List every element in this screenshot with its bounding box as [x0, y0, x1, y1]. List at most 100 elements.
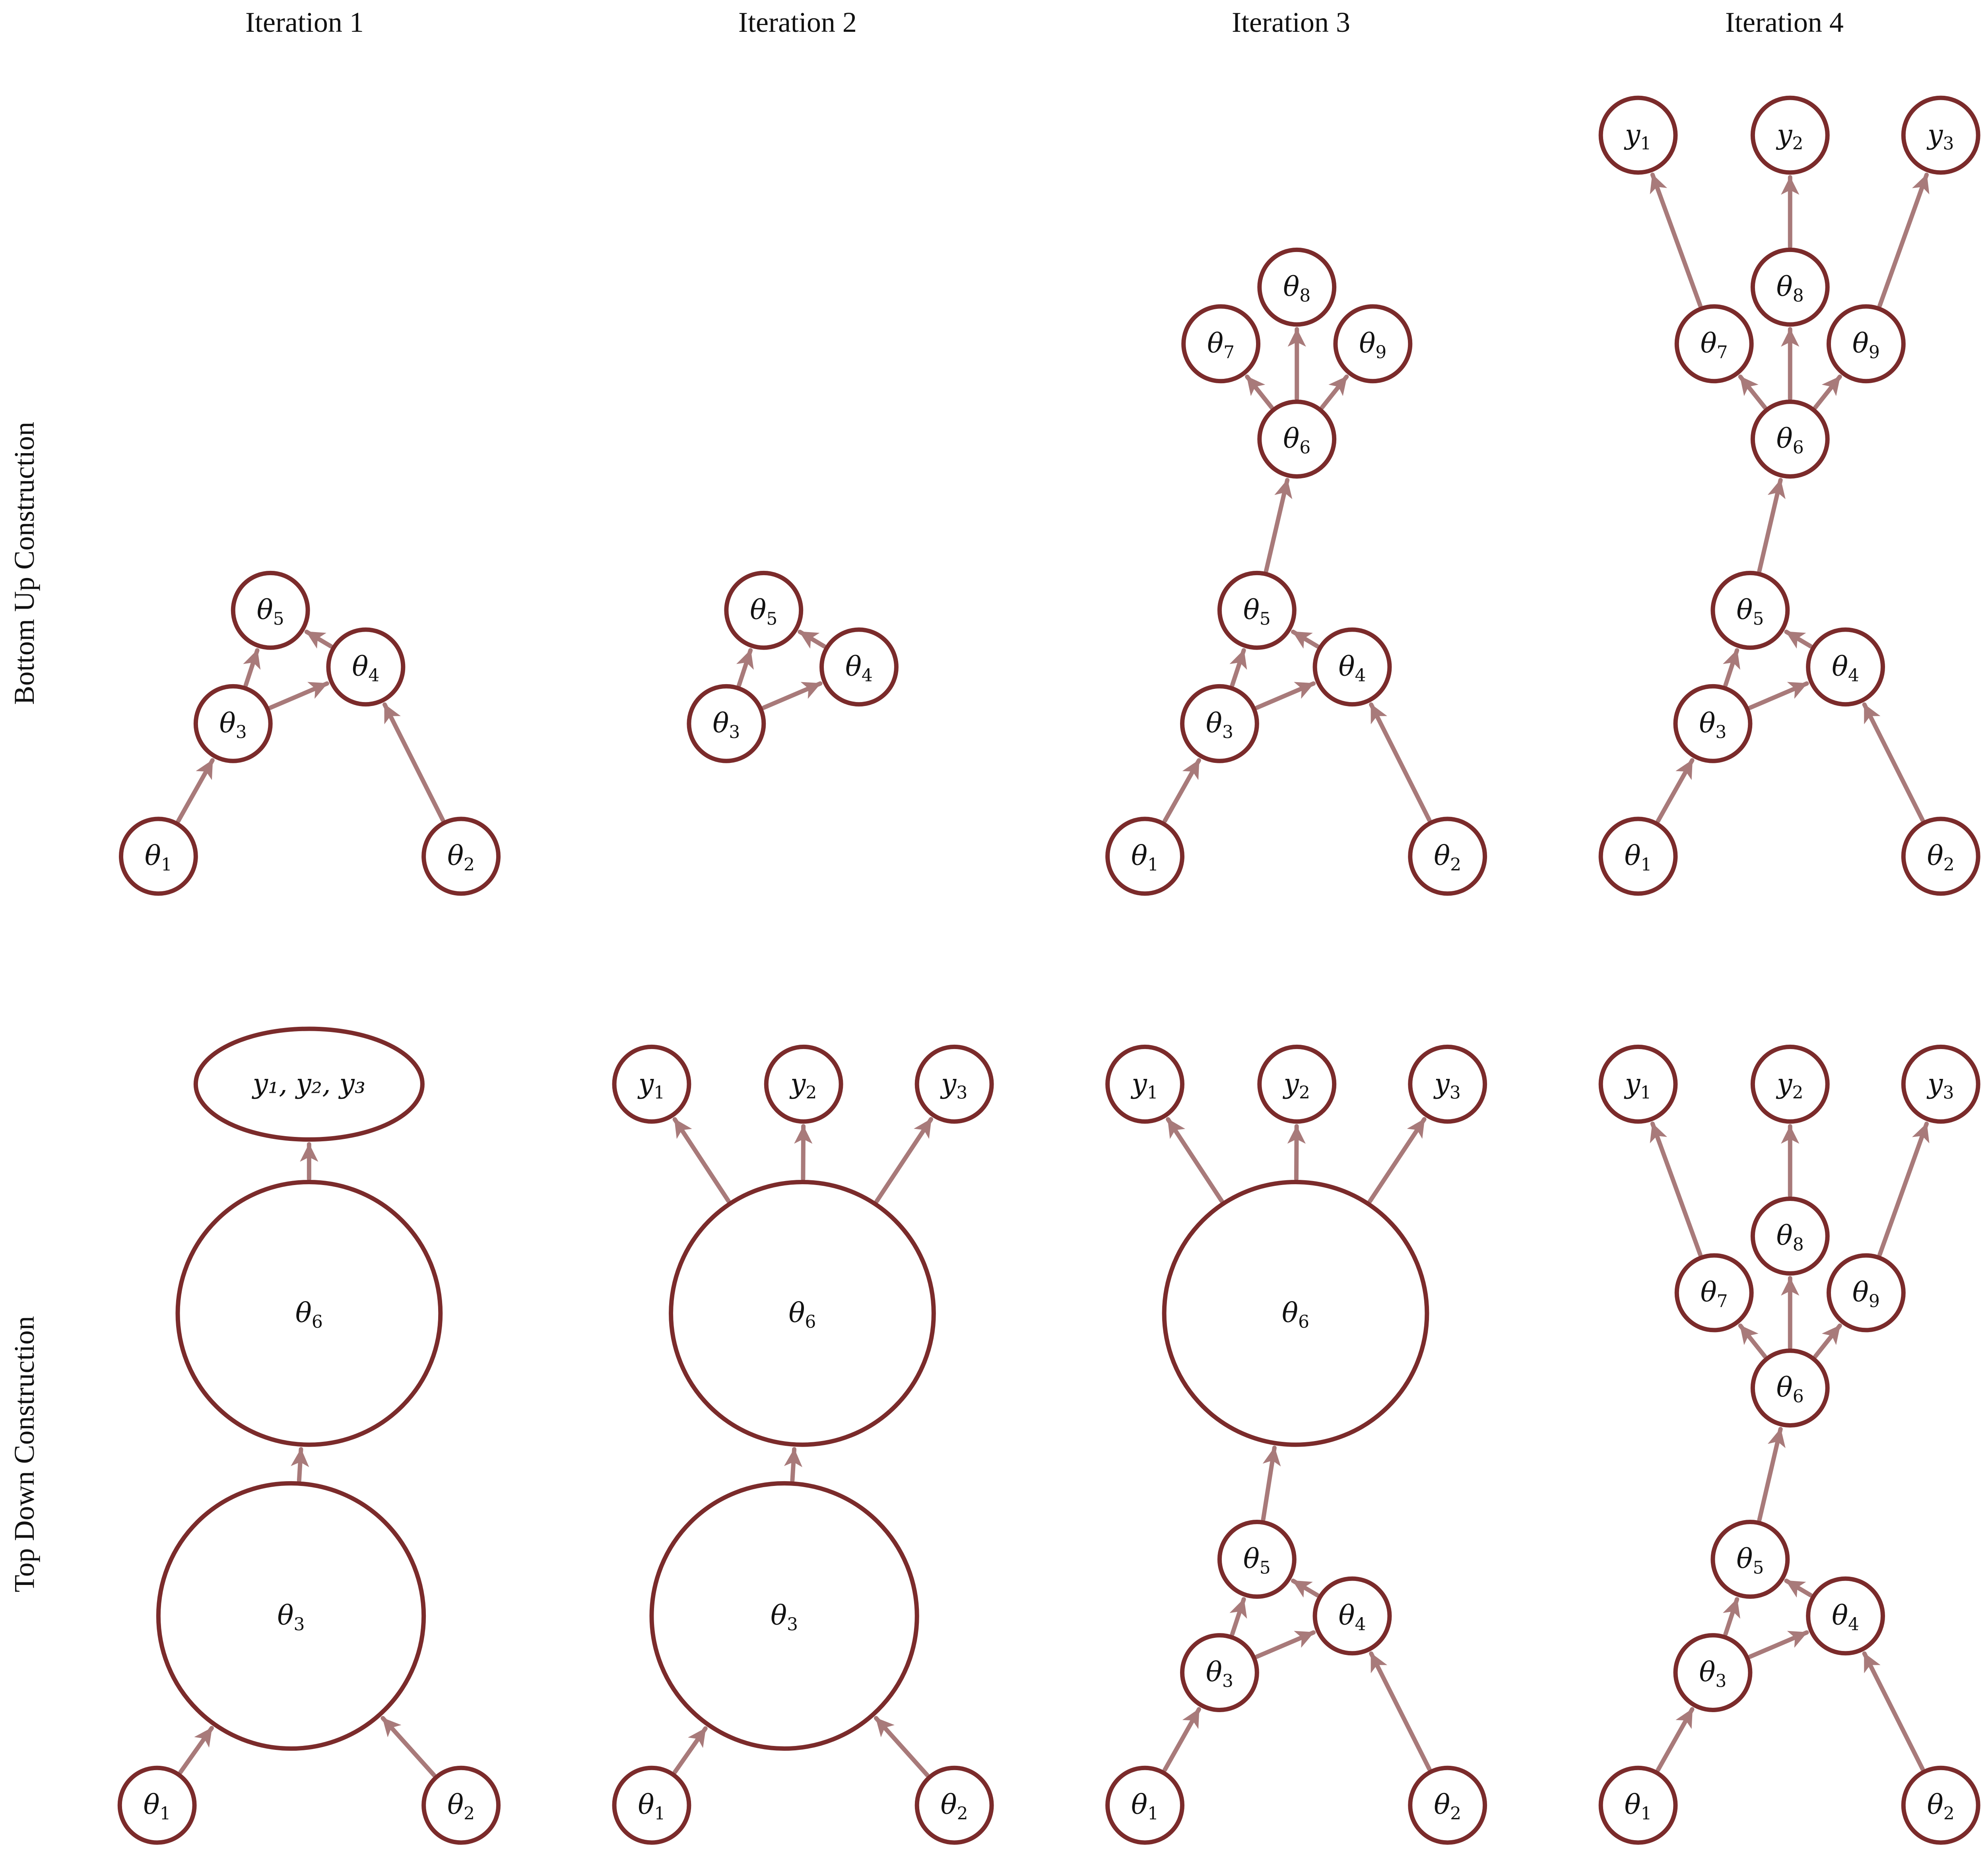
node-subscript-t8: 8: [1793, 1234, 1804, 1255]
edge-t6-to-t7: [1245, 374, 1274, 410]
node-subscript-t6: 6: [1793, 1387, 1804, 1407]
edge-t1-to-t3: [1163, 758, 1201, 823]
node-t8: [1750, 247, 1830, 327]
node-subscript-t3: 3: [787, 1614, 798, 1635]
node-subscript-t1: 1: [1641, 855, 1652, 875]
edge-t1-to-t3: [672, 1726, 708, 1775]
node-label-y3: y3: [1926, 119, 1954, 154]
node-t5: [231, 570, 310, 650]
node-subscript-t4: 4: [1848, 665, 1859, 686]
node-subscript-y1: 1: [1640, 134, 1651, 154]
edge-t3-to-t5: [1229, 648, 1247, 688]
node-subscript-t9: 9: [1869, 342, 1880, 363]
edge-t6-to-y2: [1287, 1124, 1306, 1181]
node-subscript-t4: 4: [862, 665, 873, 686]
edge-t5-to-t6: [1757, 1427, 1786, 1522]
node-t1: [1105, 1765, 1184, 1845]
edge-t6-to-t9: [1813, 374, 1842, 410]
node-subscript-y3: 3: [956, 1082, 967, 1103]
node-t5: [1710, 570, 1790, 650]
edge-t3-to-t4: [1254, 1630, 1316, 1659]
node-t6: [175, 1179, 443, 1447]
node-subscript-y3: 3: [1450, 1082, 1461, 1103]
node-t6: [1750, 400, 1830, 479]
node-subscript-y3: 3: [1943, 1082, 1954, 1103]
node-subscript-y2: 2: [1792, 1082, 1803, 1103]
node-subscript-t3: 3: [1715, 722, 1726, 742]
edge-t1-to-t3: [1656, 1707, 1695, 1772]
node-t3: [1673, 1633, 1753, 1712]
edge-t3-to-t4: [761, 681, 823, 710]
node-subscript-y1: 1: [654, 1082, 665, 1103]
node-subscript-t7: 7: [1223, 342, 1235, 363]
node-subscript-t2: 2: [1943, 855, 1955, 875]
edge-t3-to-t5: [1723, 648, 1740, 688]
node-t3: [156, 1481, 426, 1751]
node-subscript-t2: 2: [1450, 1804, 1461, 1824]
edge-t3-to-t6: [784, 1447, 803, 1483]
node-t2: [1901, 1765, 1980, 1845]
node-subscript-t6: 6: [1299, 438, 1310, 458]
node-label-t6: θ6: [1283, 423, 1310, 458]
node-t2: [1408, 1765, 1487, 1845]
node-subscript-t1: 1: [654, 1804, 665, 1824]
edge-t4-to-t5: [1291, 1579, 1320, 1598]
node-subscript-t2: 2: [464, 855, 475, 875]
node-t5: [1217, 1520, 1297, 1599]
edge-t6-to-t9: [1813, 1323, 1842, 1359]
node-t1: [1598, 1765, 1678, 1845]
edge-t6-to-y3: [874, 1117, 934, 1204]
node-t2: [421, 817, 501, 896]
node-subscript-y3: 3: [1943, 134, 1954, 154]
edge-t2-to-t4: [1369, 1651, 1432, 1771]
edge-t3-to-t4: [1748, 681, 1809, 710]
column-header-iteration-3: Iteration 3: [1232, 6, 1350, 38]
node-t7: [1674, 1253, 1754, 1333]
edge-t3-to-t5: [736, 648, 754, 688]
node-label-t5: θ5: [1243, 594, 1271, 629]
node-subscript-t1: 1: [1147, 855, 1159, 875]
edge-t3-to-t4: [1748, 1630, 1809, 1659]
node-subscript-y2: 2: [1299, 1082, 1310, 1103]
node-y2: [1750, 95, 1830, 175]
node-subscript-t6: 6: [1298, 1312, 1309, 1332]
edge-t3-to-t4: [268, 681, 329, 710]
node-subscript-t6: 6: [312, 1312, 323, 1332]
edge-t7-to-y1: [1650, 1121, 1703, 1257]
node-subscript-t7: 7: [1717, 342, 1728, 363]
node-t4: [1806, 1576, 1885, 1656]
node-t5: [724, 570, 804, 650]
node-t4: [1312, 1576, 1392, 1656]
edge-t1-to-t3: [1656, 758, 1695, 823]
edge-t5-to-t6: [1261, 1445, 1281, 1522]
edge-t6-to-t7: [1738, 1323, 1767, 1359]
node-t4: [1806, 627, 1885, 707]
edge-t9-to-y3: [1877, 1121, 1930, 1257]
node-label-y2: y2: [1283, 1068, 1310, 1103]
edge-t4-to-t5: [1291, 629, 1320, 649]
node-t7: [1181, 304, 1261, 384]
node-t9: [1826, 1253, 1906, 1333]
node-t9: [1333, 304, 1413, 384]
node-y3: [1901, 95, 1980, 175]
node-t2: [914, 1765, 994, 1845]
edge-t7-to-y1: [1650, 173, 1703, 308]
node-subscript-y1: 1: [1147, 1082, 1158, 1103]
node-t4: [1312, 627, 1392, 707]
node-label-t3: θ3: [1206, 1657, 1233, 1691]
edge-t2-to-t4: [1862, 702, 1925, 822]
node-y2: [764, 1044, 843, 1124]
node-subscript-t1: 1: [161, 855, 172, 875]
node-label-t8: θ8: [1776, 1220, 1804, 1255]
edge-t4-to-t5: [1784, 1579, 1813, 1598]
node-subscript-y1: 1: [1640, 1082, 1651, 1103]
edge-t3-to-t5: [1229, 1597, 1247, 1637]
node-t5: [1710, 1520, 1790, 1599]
node-t6: [1257, 400, 1337, 479]
